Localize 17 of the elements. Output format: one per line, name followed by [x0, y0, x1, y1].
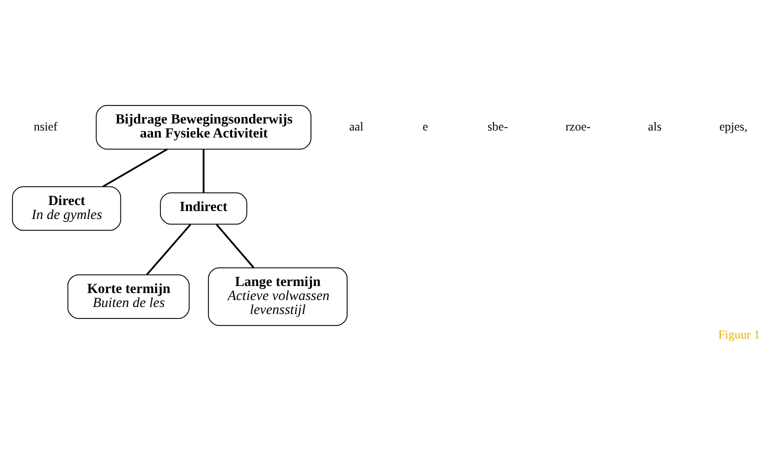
label: nsief: [34, 119, 58, 134]
label: als: [648, 119, 662, 134]
label: rzoe-: [565, 119, 591, 134]
connector: [146, 223, 192, 275]
connector: [102, 148, 168, 187]
node-box: Korte termijn Buiten de les: [67, 274, 190, 318]
label: aal: [349, 119, 364, 134]
node-box: Indirect: [160, 192, 248, 224]
node-box: Lange termijn Actieve volwassen levensstijl: [208, 266, 348, 326]
connector: [216, 223, 254, 268]
label: e: [422, 119, 428, 134]
label: sbe-: [488, 119, 508, 134]
label: epjes,: [719, 119, 748, 134]
node-box: Direct In de gymles: [12, 186, 122, 230]
node-box: Bijdrage Bewegingsonderwijs aan Fysieke Activiteit: [96, 104, 312, 150]
connector: [202, 148, 204, 192]
caption: Figuur 1: [718, 327, 760, 342]
